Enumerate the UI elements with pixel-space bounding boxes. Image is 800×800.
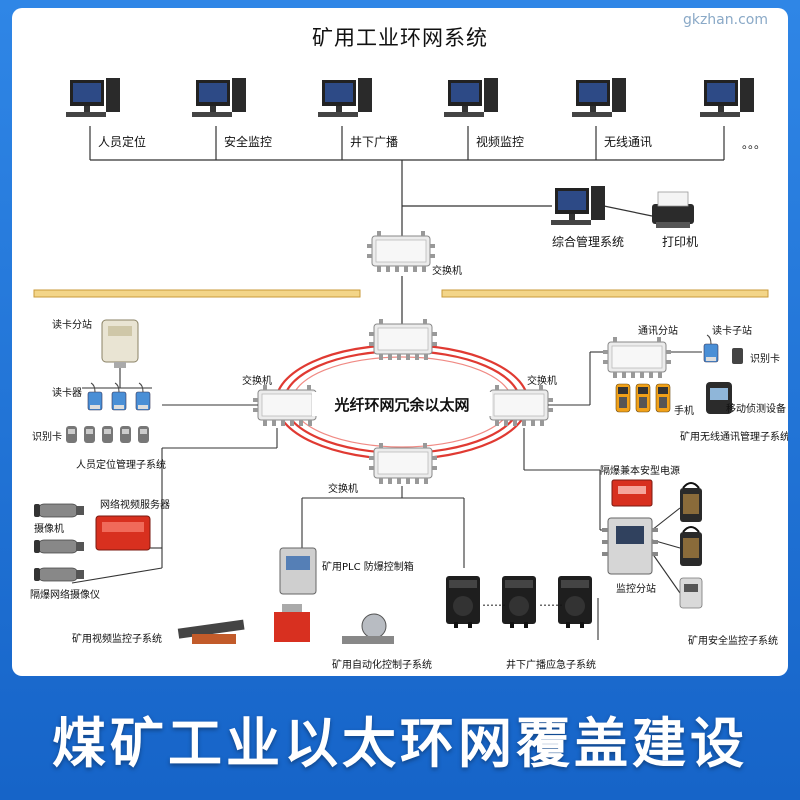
switch-icon [484,384,554,427]
pc-icon [66,78,120,117]
speaker-dots: …… [539,595,563,609]
printer-icon [652,191,694,228]
sensor-icon [679,577,703,609]
printer-label: 打印机 [662,235,698,249]
plc-box-icon [279,547,317,595]
switch-icon [252,384,322,427]
automation-subsystem: 矿用PLC 防爆控制箱 矿用自动化控制子系统 [177,547,432,671]
id-card-icon [732,348,743,364]
switch-label: 交换机 [328,482,358,495]
video-server-label: 网络视频服务器 [100,498,170,511]
diagram-title: 矿用工业环网系统 [312,26,488,50]
automation-subsystem-label: 矿用自动化控制子系统 [332,658,432,671]
reader-substation-label: 读卡子站 [712,324,752,337]
terminal-label-more: 。。。 [742,137,766,151]
ring-label-backdrop [312,392,492,416]
speaker-icon [446,576,480,628]
speaker-icon [558,576,592,628]
terminal-label-personnel: 人员定位 [98,134,146,149]
plc-label: 矿用PLC 防爆控制箱 [322,560,414,573]
phone-icon [635,383,651,413]
card-reader-icon [135,382,151,411]
network-diagram: 人员定位 安全监控 井下广播 视频监控 无线通讯 。。。 综合管理系统 打印机 [30,78,788,671]
power-supply-icon [611,479,653,507]
id-card-icon [102,426,113,443]
pump-icon [342,613,394,644]
phone-icon [615,383,631,413]
comm-station-label: 通讯分站 [638,324,678,337]
console-label: 综合管理系统 [552,234,624,249]
card-reader-icon [87,382,103,411]
personnel-subsystem: 读卡分站 读卡器 识别卡 人员定位管理子系统 [32,318,166,471]
switch-label: 交换机 [242,374,272,387]
crusher-icon [274,604,310,642]
reading-station-icon [101,319,139,368]
wireless-card-label: 识别卡 [750,352,780,365]
top-bus [89,126,725,248]
switch-label: 交换机 [432,264,462,277]
terminal-label-safety: 安全监控 [224,134,272,149]
card-reader-icon [703,334,719,363]
diagram-card: 矿用工业环网系统 [12,8,788,676]
terminal-label-video: 视频监控 [476,134,524,149]
pc-icon [551,186,605,225]
safety-subsystem: 隔爆兼本安型电源 监控分站 [600,464,778,647]
id-card-icon [120,426,131,443]
broadcast-subsystem: …… …… 井下广播应急子系统 [446,576,596,671]
personnel-subsystem-label: 人员定位管理子系统 [76,458,166,471]
monitor-station-icon [602,517,658,575]
switch-icon [368,318,438,361]
subsystem-wiring [71,351,702,640]
phone-icon [655,383,671,413]
wireless-subsystem-label: 矿用无线通讯管理子系统 [680,430,788,443]
pc-icon [444,78,498,117]
phone-label: 手机 [674,404,694,417]
explosion-camera-label: 隔爆网络摄像仪 [30,588,100,601]
sensor-icon [679,482,703,523]
id-card-icon [66,426,77,443]
monitor-station-label: 监控分站 [616,582,656,595]
switch-icon [602,336,672,379]
bottom-banner: 煤矿工业以太环网覆盖建设 [52,711,748,775]
power-label: 隔爆兼本安型电源 [600,464,680,477]
pc-icon [192,78,246,117]
broadcast-subsystem-label: 井下广播应急子系统 [506,658,596,671]
speaker-icon [502,576,536,628]
card-reader-label: 读卡器 [52,386,82,399]
terminal-label-broadcast: 井下广播 [350,135,398,149]
video-subsystem-label: 矿用视频监控子系统 [72,632,162,645]
video-subsystem: 网络视频服务器 摄像机 隔爆网络摄像仪 矿用视频监控子系统 [30,498,170,645]
camera-icon [33,539,85,554]
detector-label: 移动侦测设备 [726,402,786,415]
id-card-icon [138,426,149,443]
pc-icon [572,78,626,117]
sensor-icon [679,526,703,567]
watermark: gkzhan.com [682,12,768,28]
video-server-icon [95,515,151,551]
top-terminals: 人员定位 安全监控 井下广播 视频监控 无线通讯 。。。 [66,78,766,151]
wireless-subsystem: 通讯分站 读卡子站 识别卡 手机 移动侦测设备 矿用无线通讯管理子系统 [602,324,788,443]
speaker-dots: …… [482,595,506,609]
pc-icon [700,78,754,117]
explosion-camera-icon [33,567,85,582]
safety-subsystem-label: 矿用安全监控子系统 [688,634,778,647]
conveyor-icon [177,619,245,644]
pc-icon [318,78,372,117]
ring-label: 光纤环网冗余以太网 [333,396,469,414]
camera-icon [33,503,85,518]
management-console: 综合管理系统 打印机 [551,186,698,249]
card-reader-icon [111,382,127,411]
terminal-label-wireless: 无线通讯 [604,135,652,149]
switch-icon [368,442,438,485]
id-card-icon [84,426,95,443]
switch-icon [366,230,436,273]
surface-line [33,289,769,298]
detector-icon [706,382,732,414]
switch-label: 交换机 [527,374,557,387]
id-card-label: 识别卡 [32,430,62,443]
camera-label: 摄像机 [34,522,64,535]
reading-station-label: 读卡分站 [52,318,92,331]
